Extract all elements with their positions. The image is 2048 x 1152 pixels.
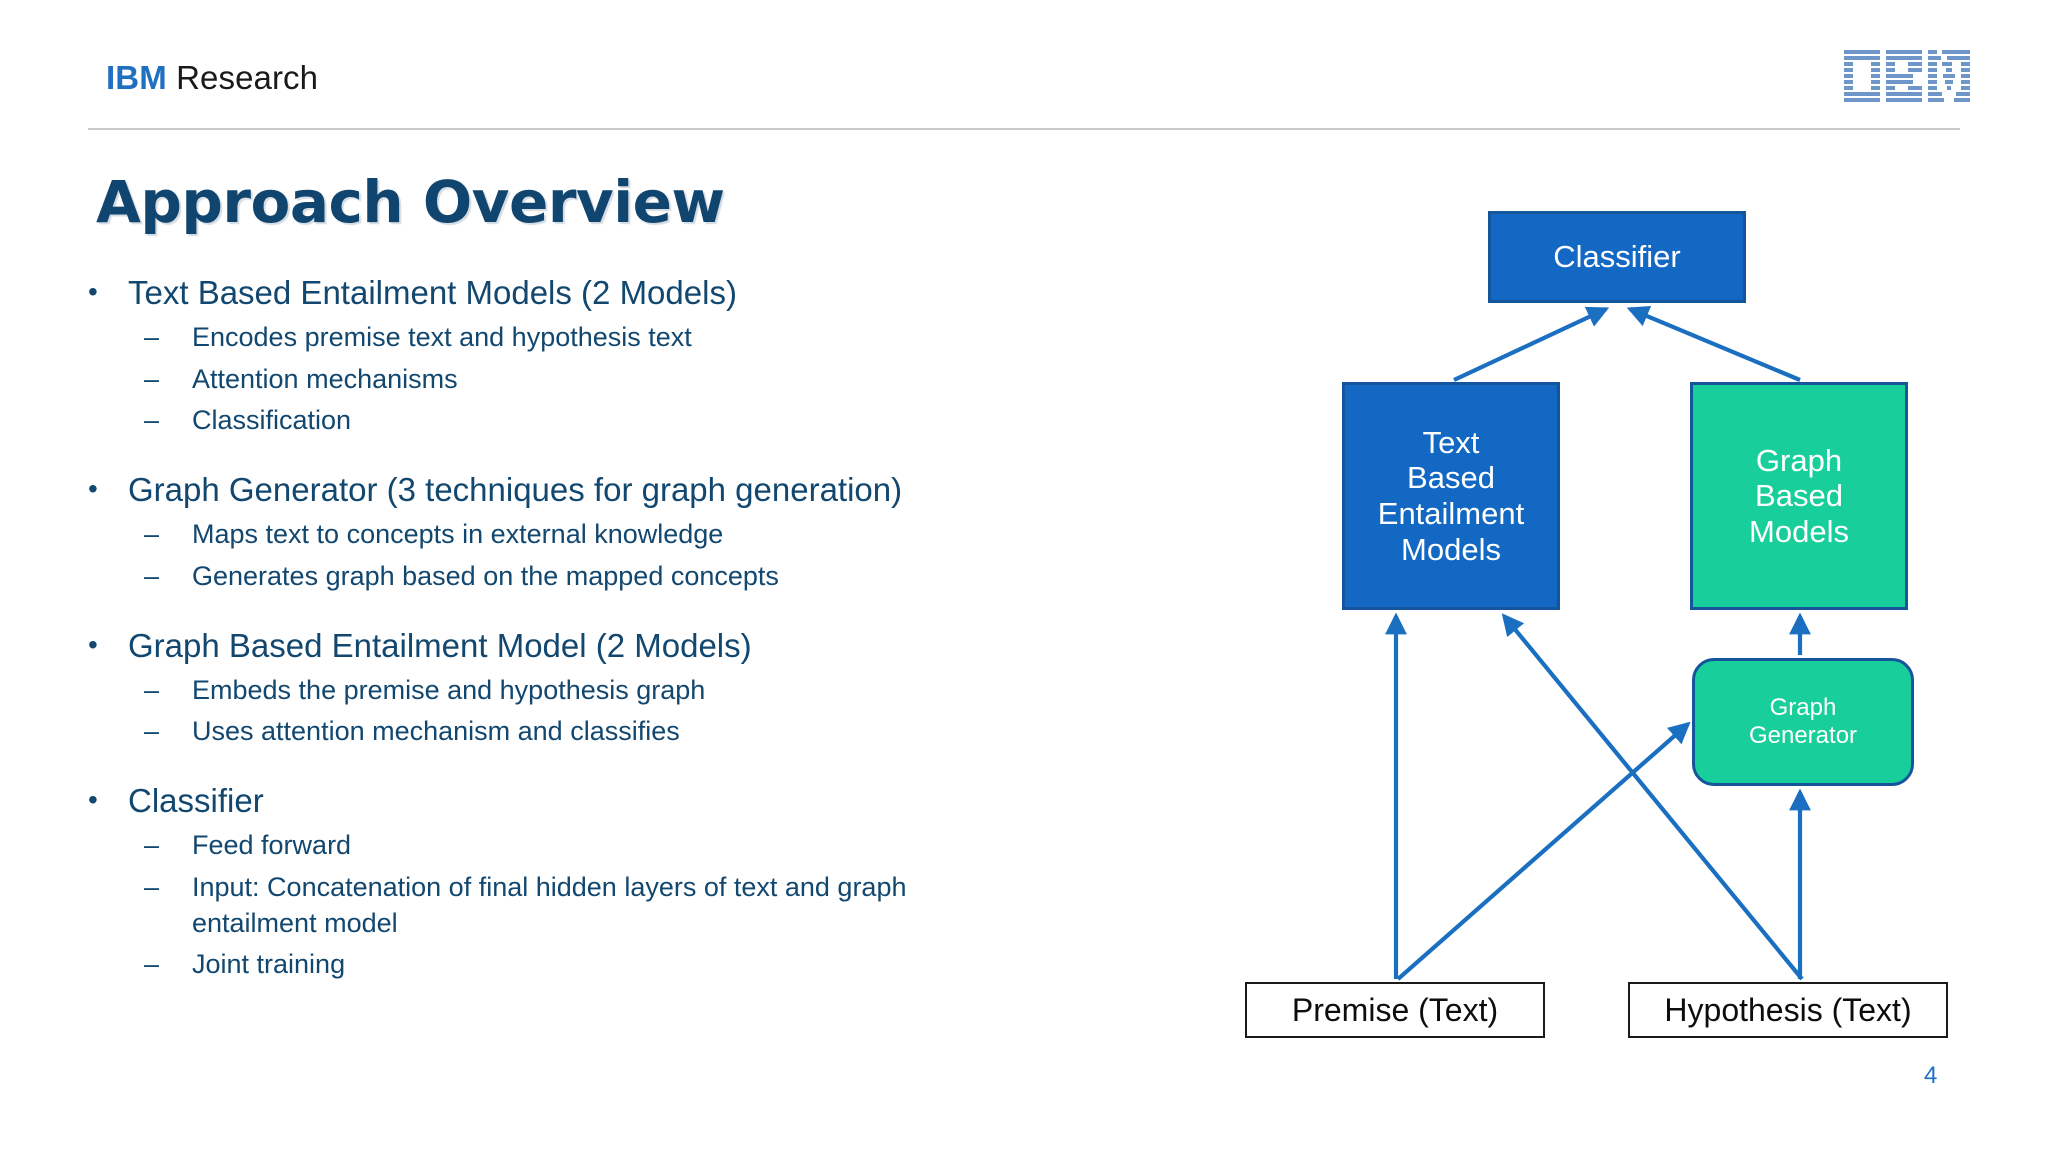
research-wordmark-text: Research xyxy=(176,59,319,96)
sub-bullet-text: Joint training xyxy=(192,949,346,980)
bullet-group: • Classifier – Feed forward – Input: Con… xyxy=(88,780,1188,983)
sub-bullet-marker: – xyxy=(144,363,160,394)
sub-bullet-text: Embeds the premise and hypothesis graph xyxy=(192,674,706,705)
node-label: Graph Based Models xyxy=(1749,442,1849,549)
node-text-based-entailment-models[interactable]: Text Based Entailment Models xyxy=(1342,382,1560,610)
bullet-text: Graph Based Entailment Model (2 Models) xyxy=(128,626,752,664)
node-classifier[interactable]: Classifier xyxy=(1488,211,1746,303)
sub-bullet-item: – Input: Concatenation of final hidden l… xyxy=(144,870,1188,941)
ibm-research-wordmark: IBM Research xyxy=(106,59,318,97)
sub-bullet-item: – Joint training xyxy=(144,947,1188,983)
node-premise-text[interactable]: Premise (Text) xyxy=(1245,982,1545,1038)
sub-bullet-item: – Maps text to concepts in external know… xyxy=(144,517,1188,553)
slide-header: IBM Research xyxy=(0,0,2048,130)
sub-bullet-item: – Classification xyxy=(144,403,1188,439)
sub-bullet-text: Maps text to concepts in external knowle… xyxy=(192,519,724,550)
bullet-group: • Graph Based Entailment Model (2 Models… xyxy=(88,625,1188,750)
sub-bullet-marker: – xyxy=(144,322,160,353)
node-graph-based-models[interactable]: Graph Based Models xyxy=(1690,382,1908,610)
node-hypothesis-text[interactable]: Hypothesis (Text) xyxy=(1628,982,1948,1038)
edge-premise-graphgenerator xyxy=(1396,721,1691,981)
bullet-group: • Text Based Entailment Models (2 Models… xyxy=(88,272,1188,439)
sub-bullet-marker: – xyxy=(144,674,160,705)
sub-bullet-item: – Generates graph based on the mapped co… xyxy=(144,559,1188,595)
sub-bullet-text: Input: Concatenation of final hidden lay… xyxy=(192,871,907,938)
sub-bullet-marker: – xyxy=(144,716,160,747)
sub-bullet-text: Encodes premise text and hypothesis text xyxy=(192,322,692,353)
bullet-content: • Text Based Entailment Models (2 Models… xyxy=(88,272,1188,983)
sub-bullet-item: – Encodes premise text and hypothesis te… xyxy=(144,320,1188,356)
diagram-arrows xyxy=(1385,305,1811,981)
sub-bullet-text: Generates graph based on the mapped conc… xyxy=(192,560,779,591)
sub-bullet-text: Classification xyxy=(192,405,352,436)
ibm-wordmark-text: IBM xyxy=(106,59,167,96)
bullet-group: • Graph Generator (3 techniques for grap… xyxy=(88,469,1188,594)
node-graph-generator[interactable]: Graph Generator xyxy=(1692,658,1914,786)
bullet-item: • Graph Based Entailment Model (2 Models… xyxy=(88,625,1188,667)
sub-bullet-marker: – xyxy=(144,830,160,861)
bullet-text: Classifier xyxy=(128,782,264,820)
sub-bullet-item: – Feed forward xyxy=(144,828,1188,864)
bullet-text: Text Based Entailment Models (2 Models) xyxy=(128,274,737,311)
sub-bullet-marker: – xyxy=(144,519,160,550)
bullet-marker: • xyxy=(88,784,98,816)
architecture-diagram: Classifier Text Based Entailment Models … xyxy=(1230,176,2030,1106)
sub-bullet-marker: – xyxy=(144,405,160,436)
sub-bullet-item: – Attention mechanisms xyxy=(144,362,1188,398)
sub-bullet-text: Feed forward xyxy=(192,830,352,861)
bullet-marker: • xyxy=(88,276,98,307)
sub-bullet-item: – Uses attention mechanism and classifie… xyxy=(144,714,1188,750)
bullet-marker: • xyxy=(88,628,98,660)
node-label: Text Based Entailment Models xyxy=(1377,424,1525,567)
bullet-item: • Classifier xyxy=(88,780,1188,822)
edge-graphbased-classifier xyxy=(1626,305,1801,382)
sub-bullet-marker: – xyxy=(144,949,160,980)
sub-bullet-marker: – xyxy=(144,871,160,902)
header-divider xyxy=(88,128,1960,130)
edge-hypothesis-textbased xyxy=(1501,613,1804,981)
sub-bullet-text: Uses attention mechanism and classifies xyxy=(192,716,680,747)
edge-textbased-classifier xyxy=(1453,306,1610,382)
node-label: Graph Generator xyxy=(1748,694,1858,749)
sub-bullet-marker: – xyxy=(144,560,160,591)
bullet-text: Graph Generator (3 techniques for graph … xyxy=(128,471,903,509)
bullet-item: • Text Based Entailment Models (2 Models… xyxy=(88,272,1188,314)
page-number: 4 xyxy=(1924,1062,1938,1089)
sub-bullet-text: Attention mechanisms xyxy=(192,363,458,394)
bullet-item: • Graph Generator (3 techniques for grap… xyxy=(88,469,1188,511)
bullet-marker: • xyxy=(88,473,98,505)
ibm-logo-icon xyxy=(1844,50,1970,102)
page-title: Approach Overview xyxy=(96,168,725,236)
sub-bullet-item: – Embeds the premise and hypothesis grap… xyxy=(144,673,1188,709)
